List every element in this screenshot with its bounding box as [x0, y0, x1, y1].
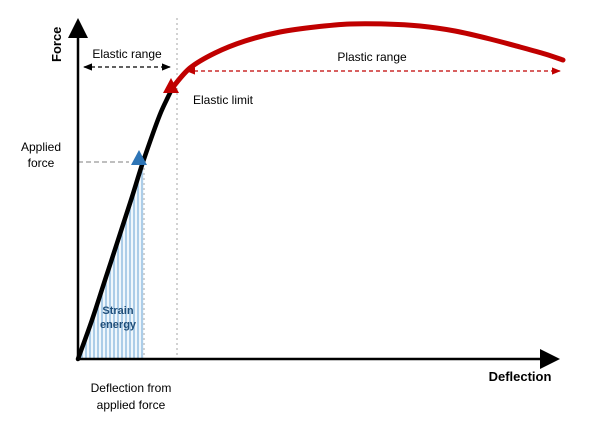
x-axis-label: Deflection — [489, 369, 552, 384]
y-axis-label: Force — [49, 27, 64, 62]
strain-energy-area — [79, 158, 144, 359]
elastic-curve — [75, 84, 176, 362]
deflection-note-line2: applied force — [97, 398, 166, 412]
elastic-limit-marker — [163, 78, 179, 93]
plastic-range-label: Plastic range — [337, 50, 407, 64]
elastic-range-label: Elastic range — [92, 47, 162, 61]
elastic-limit-label: Elastic limit — [193, 93, 254, 107]
plastic-curve — [170, 21, 566, 90]
deflection-note-line1: Deflection from — [91, 381, 172, 395]
applied-force-label-line2: force — [28, 156, 55, 170]
applied-force-marker — [131, 150, 147, 165]
strain-energy-label-line1: Strain — [102, 305, 133, 317]
strain-energy-label-line2: energy — [100, 319, 137, 331]
applied-force-label-line1: Applied — [21, 140, 61, 154]
